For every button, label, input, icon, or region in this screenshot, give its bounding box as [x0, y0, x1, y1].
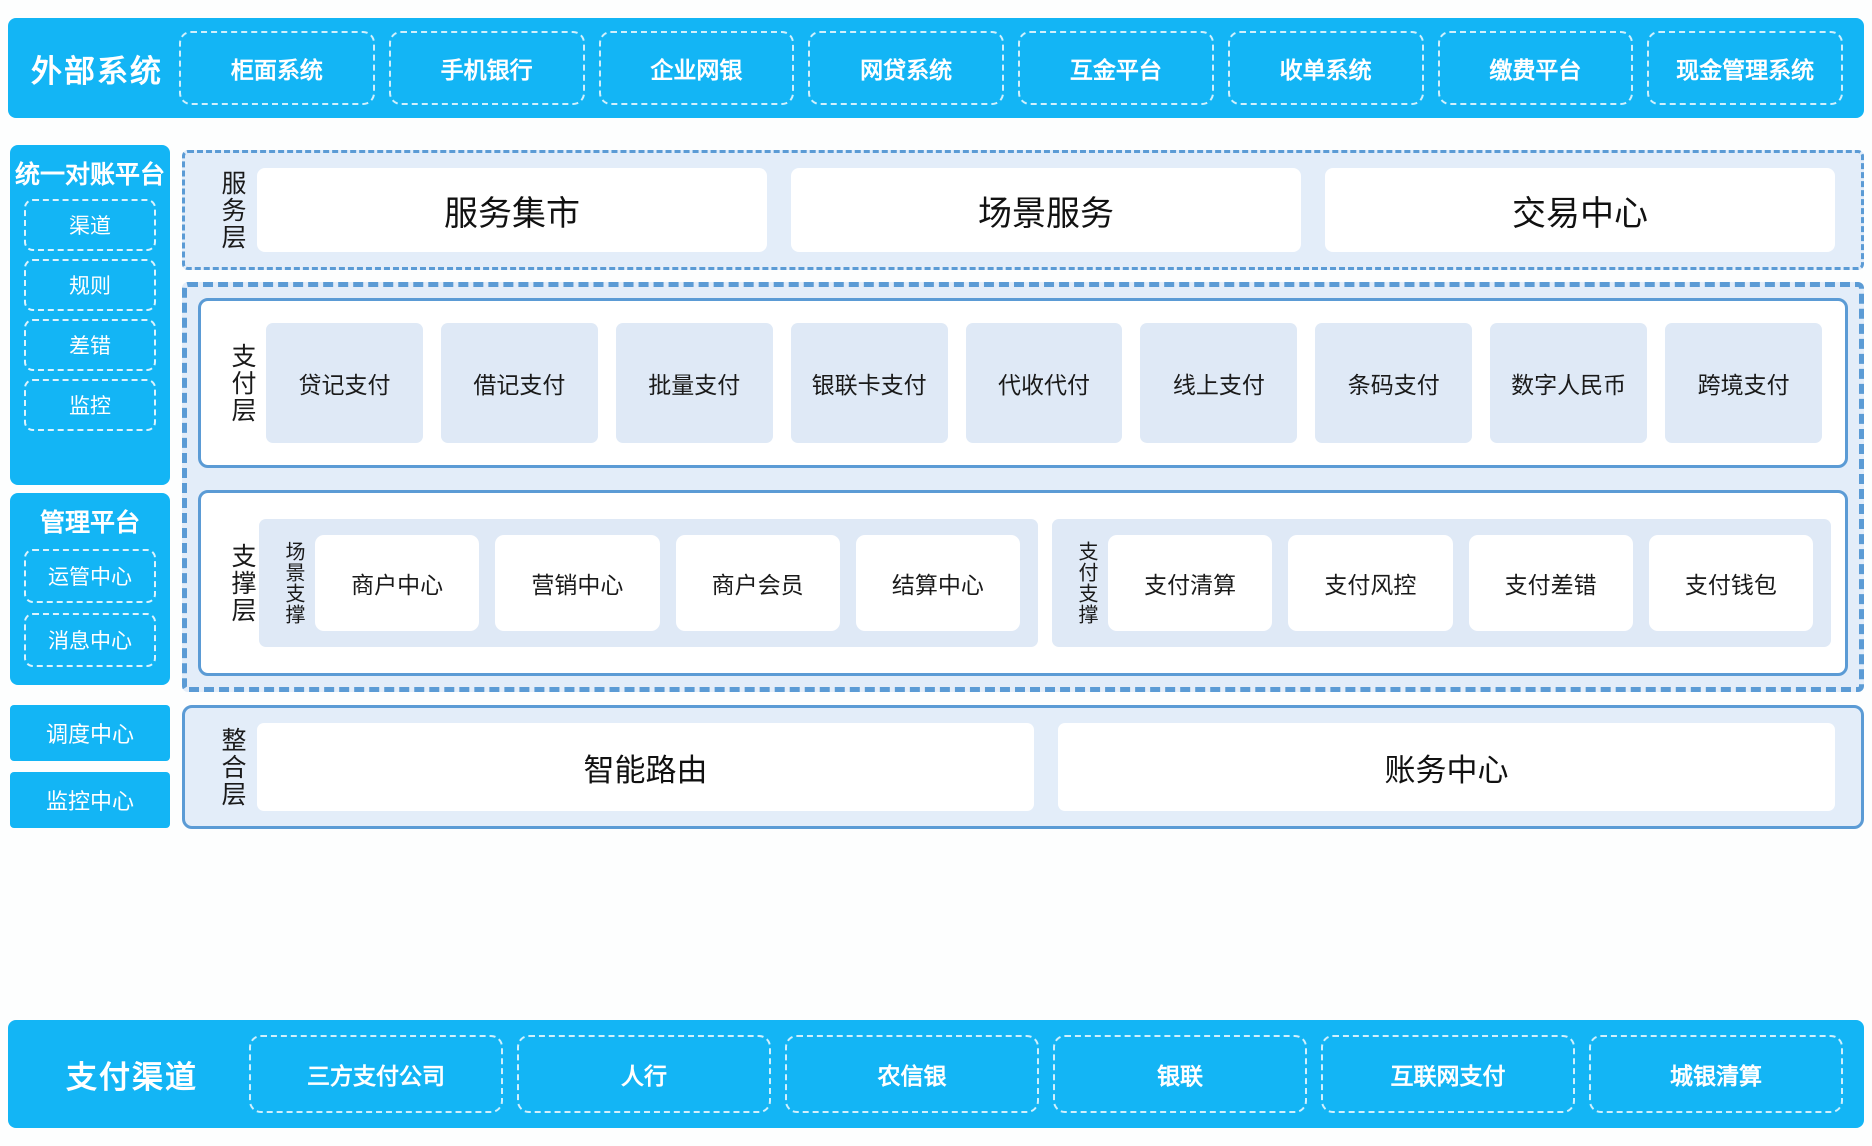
support-group-scenario: 场景支撑 商户中心 营销中心 商户会员 结算中心	[259, 519, 1038, 647]
support-item-merchant-member[interactable]: 商户会员	[675, 535, 840, 631]
payment-channels-list: 三方支付公司 人行 农信银 银联 互联网支付 城银清算	[242, 1020, 1850, 1128]
service-layer-wrapper: 服务层 服务集市 场景服务 交易中心	[182, 150, 1864, 270]
payment-item-credit-payment[interactable]: 贷记支付	[266, 323, 423, 443]
payment-item-barcode-payment[interactable]: 条码支付	[1315, 323, 1473, 443]
payment-channels-band: 支付渠道 三方支付公司 人行 农信银 银联 互联网支付 城银清算	[8, 1020, 1864, 1128]
external-system-item[interactable]: 现金管理系统	[1647, 31, 1843, 105]
integration-item-smart-routing[interactable]: 智能路由	[257, 723, 1034, 811]
payment-item-collection-payment[interactable]: 代收代付	[965, 323, 1123, 443]
external-system-item[interactable]: 手机银行	[388, 31, 585, 105]
support-layer-label: 支撑层	[228, 542, 256, 624]
payment-channel-item[interactable]: 人行	[517, 1035, 771, 1113]
payment-channel-item[interactable]: 三方支付公司	[249, 1035, 503, 1113]
support-group-payment-label: 支付支撑	[1075, 541, 1097, 625]
support-group-payment: 支付支撑 支付清算 支付风控 支付差错 支付钱包	[1052, 519, 1831, 647]
external-systems-band: 外部系统 柜面系统 手机银行 企业网银 网贷系统 互金平台 收单系统 缴费平台 …	[8, 18, 1864, 118]
service-layer-label: 服务层	[218, 169, 246, 251]
reconciliation-item-channel[interactable]: 渠道	[24, 199, 156, 251]
payment-item-digital-rmb[interactable]: 数字人民币	[1490, 323, 1648, 443]
external-system-item[interactable]: 柜面系统	[179, 31, 375, 105]
service-layer-items: 服务集市 场景服务 交易中心	[245, 153, 1847, 267]
service-item-marketplace[interactable]: 服务集市	[257, 168, 767, 252]
reconciliation-item-rules[interactable]: 规则	[24, 259, 156, 311]
support-group-scenario-items: 商户中心 营销中心 商户会员 结算中心	[307, 519, 1028, 647]
external-systems-list: 柜面系统 手机银行 企业网银 网贷系统 互金平台 收单系统 缴费平台 现金管理系…	[172, 18, 1850, 118]
support-group-scenario-label: 场景支撑	[282, 541, 304, 625]
payment-layer-panel: 支付层 贷记支付 借记支付 批量支付 银联卡支付 代收代付 线上支付 条码支付 …	[198, 298, 1848, 468]
payment-channels-title: 支付渠道	[66, 1059, 198, 1095]
payment-layer-label: 支付层	[228, 342, 256, 424]
payment-item-batch-payment[interactable]: 批量支付	[615, 323, 773, 443]
monitoring-center-card[interactable]: 监控中心	[10, 772, 170, 828]
payment-layer-items: 贷记支付 借记支付 批量支付 银联卡支付 代收代付 线上支付 条码支付 数字人民…	[257, 301, 1831, 465]
integration-layer-panel: 整合层 智能路由 账务中心	[182, 705, 1864, 829]
payment-channel-item[interactable]: 互联网支付	[1321, 1035, 1575, 1113]
management-platform-card: 管理平台 运管中心 消息中心	[10, 493, 170, 685]
payment-channel-item[interactable]: 银联	[1053, 1035, 1307, 1113]
support-item-merchant-center[interactable]: 商户中心	[315, 535, 480, 631]
support-item-payment-clearing[interactable]: 支付清算	[1108, 535, 1273, 631]
integration-layer-items: 智能路由 账务中心	[245, 708, 1847, 826]
external-system-item[interactable]: 缴费平台	[1437, 31, 1634, 105]
support-item-payment-risk[interactable]: 支付风控	[1288, 535, 1453, 631]
external-system-item[interactable]: 收单系统	[1227, 31, 1424, 105]
reconciliation-platform-title: 统一对账平台	[14, 161, 165, 189]
external-system-item[interactable]: 网贷系统	[808, 31, 1004, 105]
management-platform-title: 管理平台	[39, 509, 140, 537]
payment-item-online-payment[interactable]: 线上支付	[1140, 323, 1298, 443]
management-item-operations-center[interactable]: 运管中心	[24, 549, 156, 603]
reconciliation-item-errors[interactable]: 差错	[24, 319, 156, 371]
reconciliation-item-monitoring[interactable]: 监控	[24, 379, 156, 431]
reconciliation-platform-card: 统一对账平台 渠道 规则 差错 监控	[10, 145, 170, 485]
support-item-payment-error[interactable]: 支付差错	[1468, 535, 1633, 631]
external-system-item[interactable]: 互金平台	[1018, 31, 1214, 105]
management-item-message-center[interactable]: 消息中心	[24, 613, 156, 667]
support-layer-groups: 场景支撑 商户中心 营销中心 商户会员 结算中心 支付支撑 支付清算 支付风控 …	[259, 493, 1831, 673]
support-group-payment-items: 支付清算 支付风控 支付差错 支付钱包	[1100, 519, 1821, 647]
payment-channel-item[interactable]: 农信银	[785, 1035, 1039, 1113]
support-item-payment-wallet[interactable]: 支付钱包	[1648, 535, 1813, 631]
external-system-item[interactable]: 企业网银	[598, 31, 795, 105]
external-systems-title: 外部系统	[31, 53, 163, 89]
payment-item-debit-payment[interactable]: 借记支付	[440, 323, 598, 443]
integration-layer-label: 整合层	[218, 726, 246, 808]
support-item-marketing-center[interactable]: 营销中心	[495, 535, 660, 631]
integration-item-accounting-center[interactable]: 账务中心	[1058, 723, 1835, 811]
payment-item-cross-border[interactable]: 跨境支付	[1665, 323, 1823, 443]
service-item-transaction-center[interactable]: 交易中心	[1325, 168, 1835, 252]
scheduling-center-card[interactable]: 调度中心	[10, 705, 170, 761]
payment-channel-item[interactable]: 城银清算	[1589, 1035, 1843, 1113]
payment-item-unionpay-card[interactable]: 银联卡支付	[790, 323, 948, 443]
service-item-scenario-service[interactable]: 场景服务	[791, 168, 1301, 252]
support-layer-panel: 支撑层 场景支撑 商户中心 营销中心 商户会员 结算中心 支付支撑 支付清算 支…	[198, 490, 1848, 676]
support-item-settlement-center[interactable]: 结算中心	[855, 535, 1020, 631]
service-layer-panel: 服务层 服务集市 场景服务 交易中心	[185, 153, 1861, 267]
